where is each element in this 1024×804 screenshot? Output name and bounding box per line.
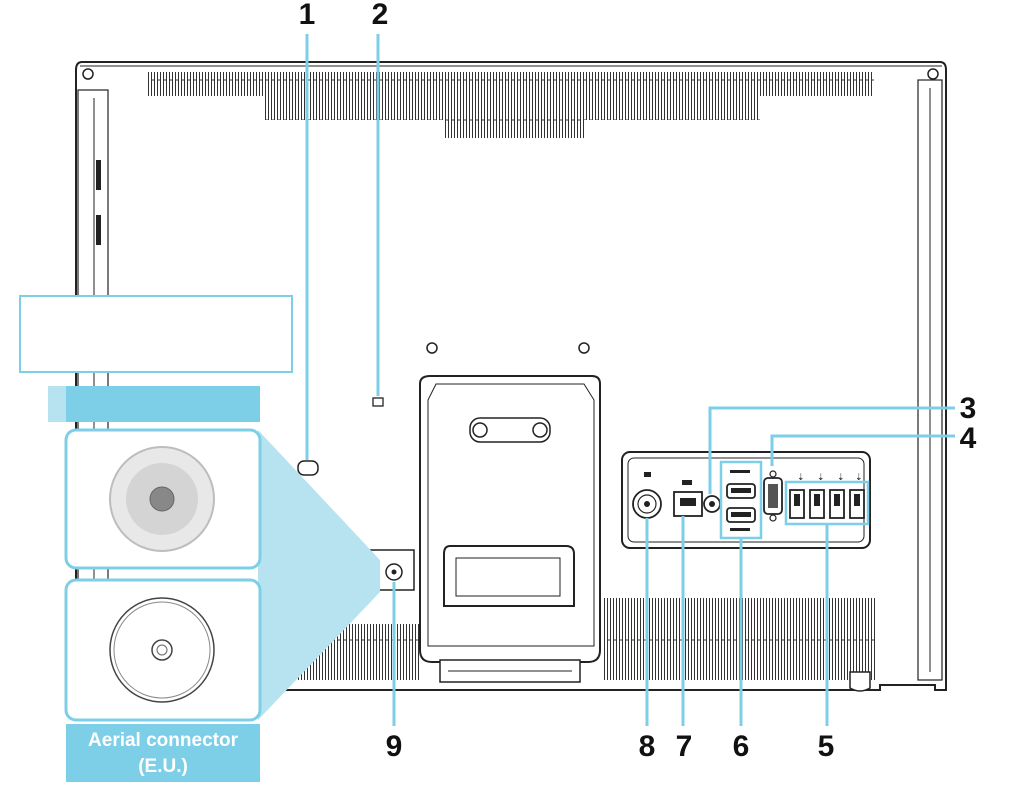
callout-number-3: 3 <box>960 392 977 425</box>
vesa-screw-icon <box>426 342 438 354</box>
callout-number-7: 7 <box>676 730 693 763</box>
caption-box <box>66 724 260 782</box>
callout-lines <box>305 34 955 726</box>
callout-number-4: 4 <box>960 422 977 455</box>
label-box <box>19 295 293 373</box>
callout-numbers: 1 2 3 4 5 6 7 8 9 <box>299 0 977 763</box>
top-vent <box>148 72 874 138</box>
svg-text:⇣: ⇣ <box>797 473 805 483</box>
svg-text:⇣: ⇣ <box>837 473 845 483</box>
aerial-caption-line2: (E.U.) <box>138 756 188 777</box>
io-panel: ⇣ ⇣ ⇣ ⇣ <box>621 451 871 549</box>
vesa-screw-icon <box>578 342 590 354</box>
stand <box>419 375 601 683</box>
callout-number-6: 6 <box>733 730 750 763</box>
kensington-lock-icon <box>297 460 319 476</box>
callout-number-5: 5 <box>818 730 835 763</box>
screw-hole-icon <box>82 68 94 80</box>
aerial-zoom-panel <box>19 295 380 782</box>
indicator-icon <box>372 397 384 407</box>
callout-number-9: 9 <box>386 730 403 763</box>
aerial-caption-line1: Aerial connector <box>88 730 238 751</box>
svg-text:⇣: ⇣ <box>817 473 825 483</box>
callout-number-8: 8 <box>639 730 656 763</box>
screw-hole-icon <box>927 68 939 80</box>
callout-number-2: 2 <box>372 0 389 31</box>
callout-number-1: 1 <box>299 0 316 31</box>
cable-clip <box>849 671 871 692</box>
svg-text:⇣: ⇣ <box>855 473 863 483</box>
panel-header-bar <box>66 386 260 422</box>
